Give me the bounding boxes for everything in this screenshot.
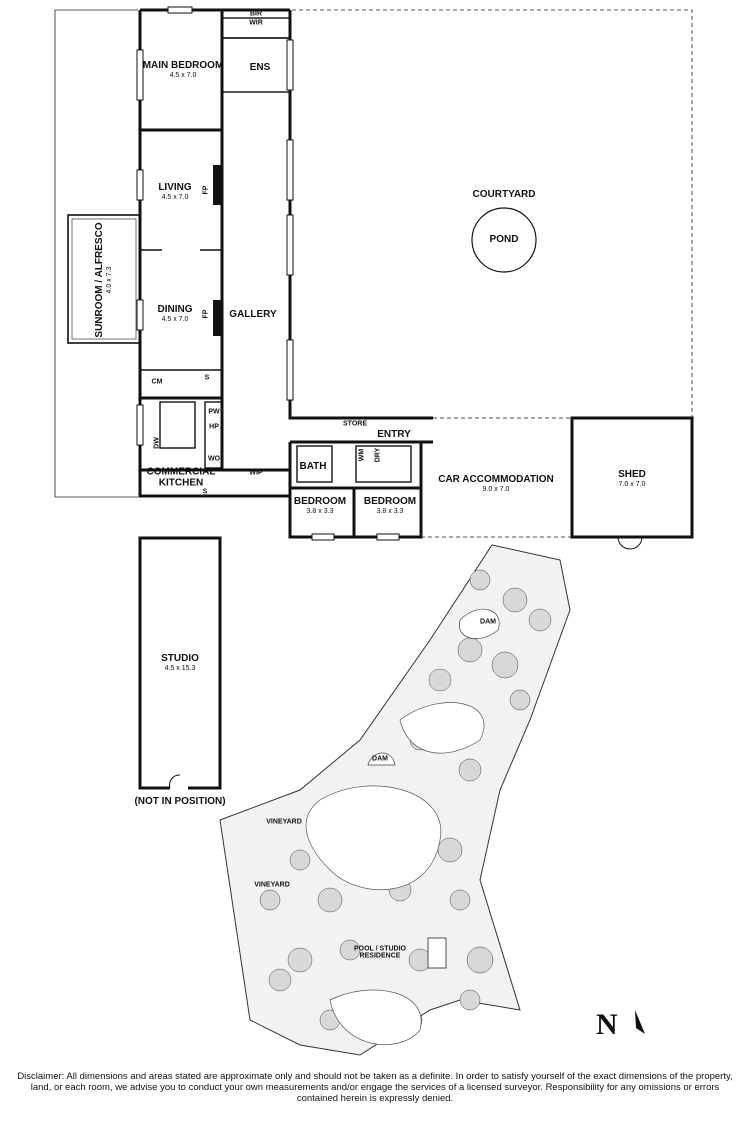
fixture-sink-bottom: S [202, 488, 208, 496]
fixture-hp: HP [209, 423, 219, 431]
room-bedroom-1: BEDROOM 3.8 x 3.3 [293, 496, 347, 515]
site-dam-middle: DAM [372, 755, 388, 763]
fixture-dw: DW [153, 437, 161, 449]
north-label: N [596, 1008, 618, 1041]
north-arrow-icon [635, 1010, 645, 1034]
room-studio: STUDIO 4.5 x 15.3 [161, 653, 199, 672]
room-bath: BATH [299, 460, 327, 472]
room-kitchen: COMMERCIAL KITCHEN [146, 466, 216, 488]
studio-position-note: (NOT IN POSITION) [134, 795, 226, 807]
room-bedroom-2: BEDROOM 3.8 x 3.3 [363, 496, 417, 515]
fixture-fp-dining: FP [202, 309, 210, 319]
fireplace-living [213, 165, 221, 205]
room-gallery: GALLERY [229, 308, 277, 320]
room-sunroom: SUNROOM / ALFRESCO 4.0 x 7.3 [94, 222, 113, 338]
room-shed: SHED 7.0 x 7.0 [618, 469, 646, 488]
area-courtyard: COURTYARD [472, 188, 536, 200]
room-dining: DINING 4.5 x 7.0 [157, 304, 193, 323]
windows [136, 6, 400, 541]
site-plan [219, 544, 571, 1056]
room-store: STORE [343, 420, 367, 428]
fixture-pw: PW [208, 408, 220, 416]
room-wip: WIP [249, 469, 263, 477]
studio-structure [138, 536, 222, 790]
garage-structures [420, 416, 694, 550]
fixture-sink-top: S [204, 374, 210, 382]
site-dam-top: DAM [480, 618, 496, 626]
disclaimer: Disclaimer: All dimensions and areas sta… [17, 1071, 733, 1104]
room-main-bedroom: MAIN BEDROOM 4.5 x 7.0 [142, 60, 224, 79]
site-pool-residence: POOL / STUDIO RESIDENCE [354, 945, 406, 960]
room-bir: BIR [249, 10, 263, 18]
pond [471, 207, 537, 273]
area-pond: POND [489, 233, 519, 245]
room-living: LIVING 4.5 x 7.0 [158, 182, 192, 201]
fixture-dry: DRY [374, 447, 382, 463]
room-entry: ENTRY [377, 428, 411, 440]
room-ensuite: ENS [249, 61, 271, 73]
site-vineyard-2: VINEYARD [254, 881, 290, 889]
fixture-wm: WM [358, 448, 366, 462]
sunroom-structure [67, 214, 141, 344]
fixture-cm: CM [151, 378, 163, 386]
site-boundary [54, 9, 693, 538]
interior-partitions [140, 17, 412, 483]
fixture-fp-living: FP [202, 185, 210, 195]
fixture-wo: WO [207, 455, 221, 463]
fireplace-dining [213, 300, 221, 336]
room-wir: WIR [249, 19, 263, 27]
room-car-accommodation: CAR ACCOMMODATION 9.0 x 7.0 [438, 474, 554, 493]
site-vineyard-1: VINEYARD [266, 818, 302, 826]
